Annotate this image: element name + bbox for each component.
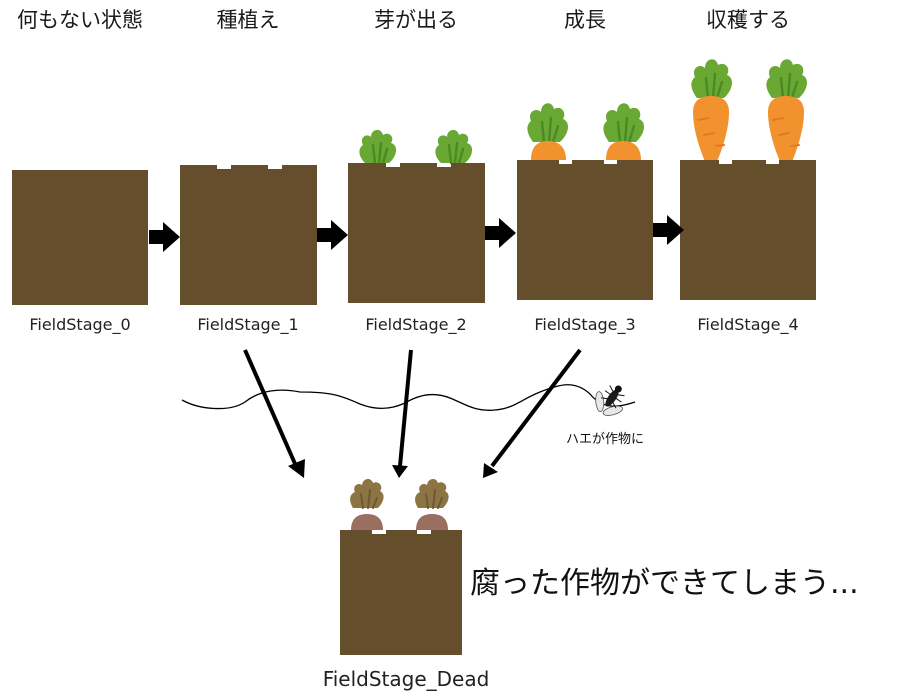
fly-caption: ハエが作物に xyxy=(566,432,645,447)
stage-label-3: FieldStage_3 xyxy=(534,315,636,334)
stage-label-4: FieldStage_4 xyxy=(697,315,799,334)
rotten-crop-0 xyxy=(350,479,384,530)
arrow-down-icon xyxy=(243,349,305,478)
arrow-down-icon xyxy=(483,348,582,478)
growing-carrot-0 xyxy=(526,102,570,160)
stage-title-3: 成長 xyxy=(564,8,606,32)
stage-label-0: FieldStage_0 xyxy=(29,315,131,334)
stage-title-0: 何もない状態 xyxy=(17,8,143,32)
field-plot-3 xyxy=(517,160,653,300)
stage-label-dead: FieldStage_Dead xyxy=(322,667,490,691)
arrow-right-icon xyxy=(317,220,348,250)
arrow-down-icon xyxy=(392,349,413,478)
fly-icon xyxy=(595,385,625,416)
stage-title-4: 収穫する xyxy=(706,8,790,32)
harvest-carrot-1 xyxy=(765,58,809,164)
rotten-caption: 腐った作物ができてしまう... xyxy=(470,566,859,601)
field-plot-0 xyxy=(12,170,148,305)
stage-label-2: FieldStage_2 xyxy=(365,315,467,334)
sprout-crop-0 xyxy=(358,128,398,165)
arrow-right-icon xyxy=(653,215,684,245)
rotten-crop-1 xyxy=(415,479,449,530)
stage-title-1: 種植え xyxy=(216,8,280,32)
field-plot-4 xyxy=(680,160,816,300)
sprout-crop-1 xyxy=(434,128,474,165)
stage-label-1: FieldStage_1 xyxy=(197,315,299,334)
field-plot-2 xyxy=(348,163,485,303)
field-plot-dead xyxy=(340,530,462,655)
stage-title-2: 芽が出る xyxy=(374,8,458,32)
arrow-right-icon xyxy=(485,218,516,248)
growing-carrot-1 xyxy=(602,102,646,160)
harvest-carrot-0 xyxy=(690,58,734,164)
field-plot-1 xyxy=(180,165,317,305)
arrow-right-icon xyxy=(149,222,180,252)
